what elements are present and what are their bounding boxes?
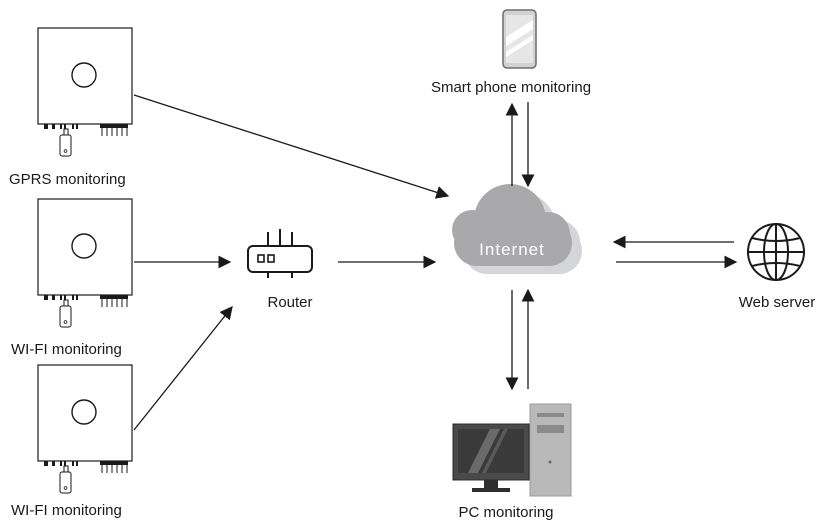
edge-wifi2-to-router [133,305,233,431]
inverter-wifi-2-icon [37,364,133,494]
internet-cloud-icon [452,184,582,274]
globe-icon [747,223,805,281]
smartphone-monitoring-label: Smart phone monitoring [430,79,592,96]
router-label: Router [267,294,313,311]
smartphone-icon [502,9,537,69]
web-server-label: Web server [738,294,816,311]
internet-label: Internet [479,240,545,259]
inverter-gprs-icon [37,27,133,157]
inverter-wifi-1-icon [37,198,133,328]
connections [133,94,738,431]
wifi-monitoring-label-1: WI-FI monitoring [11,341,122,358]
router-icon [247,229,313,278]
desktop-pc-icon [452,403,572,497]
wifi-monitoring-label-2: WI-FI monitoring [11,502,122,519]
gprs-monitoring-label: GPRS monitoring [9,171,126,188]
pc-monitoring-label: PC monitoring [458,504,554,521]
edge-gprs-to-internet [133,94,450,199]
